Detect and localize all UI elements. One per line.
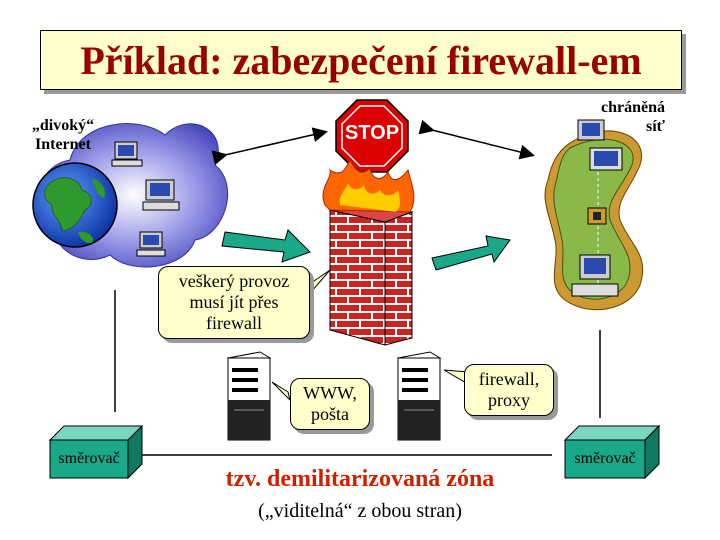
- protected-computer-icon: [577, 119, 623, 171]
- www-callout: WWW, pošta: [290, 378, 370, 430]
- internet-label-line1: „divoký“: [31, 117, 95, 134]
- firewall-callout-line: firewall,: [478, 369, 540, 389]
- router-left-box: [48, 424, 144, 480]
- protected-network-shape: [544, 130, 644, 311]
- protected-label-line1: chráněná: [601, 99, 665, 116]
- protected-network-label: chráněná síť: [575, 98, 665, 136]
- stop-sign-icon: [335, 99, 409, 173]
- dmz-subtitle: („viditelná“ z obou stran): [258, 500, 462, 522]
- internet-computer-icon: [111, 141, 143, 167]
- firewall-callout: firewall, proxy: [464, 364, 554, 416]
- dmz-title: tzv. demilitarizovaná zóna: [225, 466, 495, 492]
- page-title: Příklad: zabezpečení firewall-em: [80, 37, 642, 83]
- www-callout-line: WWW,: [303, 383, 357, 403]
- traffic-callout-line: musí jít přes: [189, 292, 279, 312]
- firewall-callout-line: proxy: [488, 390, 530, 410]
- internet-computer-icon: [142, 179, 180, 211]
- firewall-server-icon: [396, 351, 442, 441]
- arrow-stop-network: [418, 119, 535, 160]
- traffic-arrow-right: [431, 235, 511, 271]
- router-right-box: [563, 424, 661, 480]
- traffic-callout: veškerý provoz musí jít přes firewall: [158, 266, 310, 339]
- traffic-arrow-left: [221, 229, 311, 263]
- router-right-label: směrovač: [574, 450, 636, 467]
- internet-label: „divoký“ Internet: [18, 116, 108, 154]
- traffic-callout-line: firewall: [206, 313, 262, 333]
- firewall-wall: [328, 199, 414, 346]
- stop-sign-label: STOP: [344, 122, 400, 144]
- globe-icon: [32, 162, 118, 248]
- www-callout-line: pošta: [311, 404, 349, 424]
- title-banner: Příklad: zabezpečení firewall-em: [40, 30, 682, 90]
- connection-lines: [114, 290, 601, 456]
- bubble-tail: [271, 381, 291, 402]
- protected-computer-icon: [571, 254, 619, 297]
- internet-computer-icon: [136, 231, 166, 257]
- protected-label-line2: síť: [645, 118, 665, 135]
- internet-label-line2: Internet: [35, 136, 91, 153]
- www-server-icon: [226, 351, 272, 441]
- arrow-internet-stop: [211, 127, 328, 165]
- traffic-callout-line: veškerý provoz: [178, 271, 290, 291]
- router-left-label: směrovač: [58, 450, 120, 467]
- fire-icon: [322, 158, 415, 213]
